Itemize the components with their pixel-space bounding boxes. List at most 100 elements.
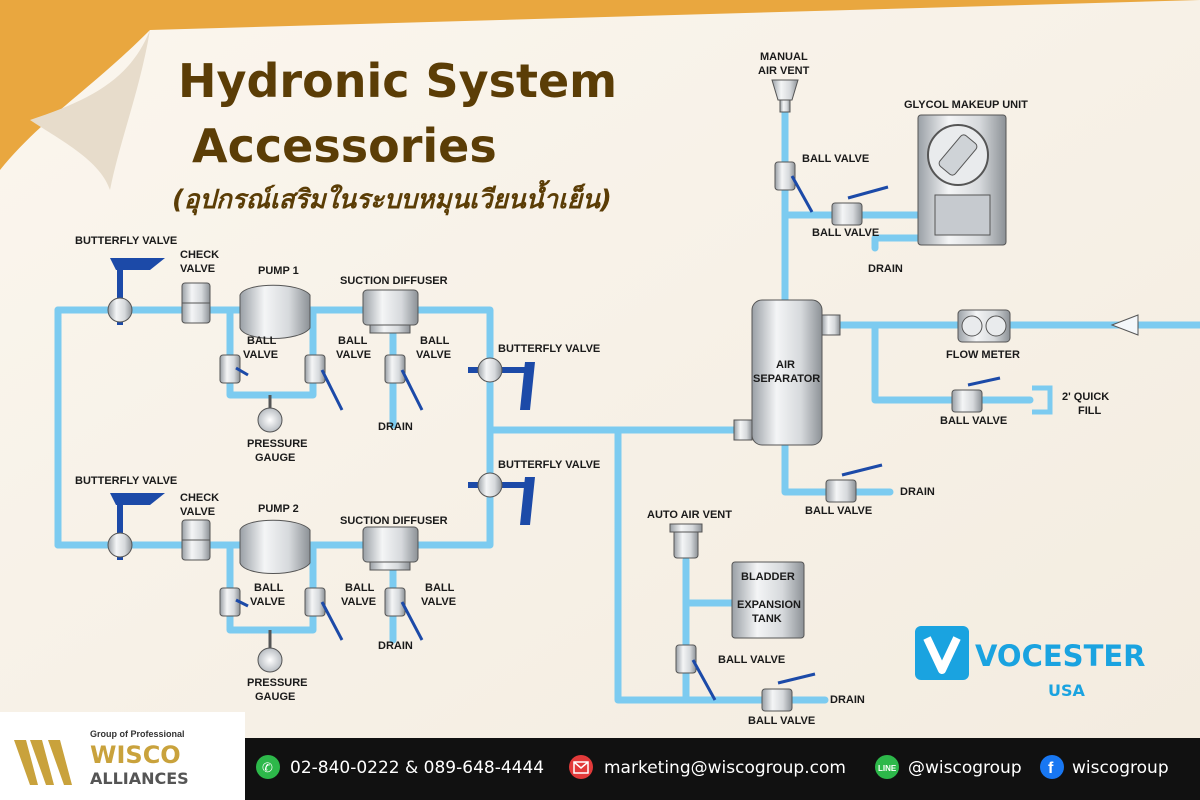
label-ball-valve-bottom: BALL VALVE [748, 715, 815, 727]
check-valve-2 [181, 519, 211, 561]
label-drain-bottom: DRAIN [830, 694, 865, 706]
vocester-usa: USA [1048, 681, 1086, 700]
pump-1 [239, 284, 311, 339]
label-ball-valve-vent: BALL VALVE [802, 153, 869, 165]
check-valve-1 [181, 282, 211, 324]
facebook-icon [1040, 755, 1064, 779]
phone-icon [256, 755, 280, 779]
label-quick-fill-1: 2' QUICK [1062, 391, 1109, 403]
title-line-2: Accessories [192, 119, 497, 173]
label-bladder-3: TANK [752, 613, 782, 625]
glycol-makeup-unit [917, 114, 1007, 246]
label-bladder-2: EXPANSION [737, 599, 801, 611]
label-pump-1: PUMP 1 [258, 265, 299, 277]
butterfly-valve-right-2 [468, 472, 535, 525]
label-ball-p1-a2: VALVE [243, 349, 278, 361]
label-ball-p2-b2: VALVE [341, 596, 376, 608]
butterfly-valve-right-1 [468, 357, 535, 410]
label-drain-1: DRAIN [378, 421, 413, 433]
wisco-group-of: Group of Professional [90, 729, 185, 739]
butterfly-valve-left-1 [107, 258, 165, 325]
label-quick-fill-2: FILL [1078, 405, 1101, 417]
pump-2 [239, 519, 311, 574]
footer-phone-text: 02-840-0222 & 089-648-4444 [290, 758, 544, 778]
title-subtitle: (อุปกรณ์เสริมในระบบหมุนเวียนน้ำเย็น) [172, 179, 612, 216]
label-ball-p2-a2: VALVE [250, 596, 285, 608]
label-suction-diffuser-2: SUCTION DIFFUSER [340, 515, 448, 527]
label-ball-valve-quick: BALL VALVE [940, 415, 1007, 427]
label-ball-valve-glycol: BALL VALVE [812, 227, 879, 239]
label-ball-p1-b1: BALL [338, 335, 368, 347]
quick-fill-coupling [1032, 385, 1053, 415]
paper-sheet [0, 0, 1200, 740]
label-bladder-1: BLADDER [741, 571, 795, 583]
title-line-1: Hydronic System [178, 54, 617, 108]
label-ball-valve-sep: BALL VALVE [805, 505, 872, 517]
label-pump-2: PUMP 2 [258, 503, 299, 515]
manual-air-vent [771, 79, 799, 113]
svg-text:LINE: LINE [878, 764, 897, 773]
label-drain-sep: DRAIN [900, 486, 935, 498]
footer-email: marketing@wiscogroup.com [569, 755, 846, 779]
line-icon [875, 755, 899, 779]
label-gauge-1: GAUGE [255, 452, 295, 464]
label-check-2b: VALVE [180, 506, 215, 518]
label-check-1a: CHECK [180, 249, 219, 261]
ball-valve-vent [774, 161, 814, 213]
label-air-separator-2: SEPARATOR [753, 373, 820, 385]
label-butterfly-valve-1: BUTTERFLY VALVE [75, 235, 177, 247]
svg-text:f: f [1048, 760, 1054, 777]
label-flow-meter: FLOW METER [946, 349, 1020, 361]
wisco-logo: Group of Professional WISCO ALLIANCES [14, 729, 189, 788]
ball-valve-p1-b [304, 354, 344, 411]
ball-valve-bottom-drain [761, 672, 816, 712]
label-ball-p2-b1: BALL [345, 582, 375, 594]
label-butterfly-valve-2: BUTTERFLY VALVE [498, 343, 600, 355]
footer-facebook: f wiscogroup [1040, 755, 1169, 779]
label-ball-p2-c2: VALVE [421, 596, 456, 608]
ball-valve-p2-c [384, 587, 424, 641]
label-auto-air-vent: AUTO AIR VENT [647, 509, 732, 521]
ball-valve-p2-a [219, 587, 249, 617]
label-ball-valve-exp: BALL VALVE [718, 654, 785, 666]
label-glycol: GLYCOL MAKEUP UNIT [904, 99, 1028, 111]
ball-valve-separator-drain [825, 463, 883, 503]
wisco-logo-panel [0, 712, 245, 800]
footer-phone: ✆ 02-840-0222 & 089-648-4444 [256, 755, 544, 779]
pressure-gauge-1 [257, 395, 283, 433]
ball-valve-quick-fill [951, 376, 1001, 413]
footer-line-text: @wiscogroup [908, 758, 1022, 778]
label-pressure-1: PRESSURE [247, 438, 308, 450]
air-separator [733, 299, 841, 446]
label-ball-p2-c1: BALL [425, 582, 455, 594]
svg-text:✆: ✆ [262, 760, 273, 775]
footer-facebook-text: wiscogroup [1072, 758, 1169, 778]
ball-valve-p2-b [304, 587, 344, 641]
ball-valve-p1-c [384, 354, 424, 411]
wisco-alliances: ALLIANCES [90, 769, 189, 788]
ball-valve-expansion [675, 644, 717, 701]
wisco-wordmark: WISCO [90, 741, 181, 769]
label-drain-2: DRAIN [378, 640, 413, 652]
flow-direction-arrow-icon [1110, 314, 1139, 336]
label-butterfly-valve-3: BUTTERFLY VALVE [498, 459, 600, 471]
flow-meter [957, 309, 1011, 343]
footer-line: LINE @wiscogroup [875, 755, 1022, 779]
label-check-2a: CHECK [180, 492, 219, 504]
label-manual-air-vent-1: MANUAL [760, 51, 808, 63]
label-pressure-2: PRESSURE [247, 677, 308, 689]
label-butterfly-valve-4: BUTTERFLY VALVE [75, 475, 177, 487]
label-check-1b: VALVE [180, 263, 215, 275]
label-gauge-2: GAUGE [255, 691, 295, 703]
ball-valve-p1-a [219, 354, 249, 384]
label-drain-glycol: DRAIN [868, 263, 903, 275]
pressure-gauge-2 [257, 630, 283, 673]
label-air-separator-1: AIR [776, 359, 795, 371]
auto-air-vent [669, 523, 703, 559]
label-ball-p1-c2: VALVE [416, 349, 451, 361]
vocester-logo: VOCESTER USA [915, 626, 1146, 700]
suction-diffuser-1 [362, 289, 419, 334]
paper-curl [30, 30, 150, 190]
label-ball-p2-a1: BALL [254, 582, 284, 594]
